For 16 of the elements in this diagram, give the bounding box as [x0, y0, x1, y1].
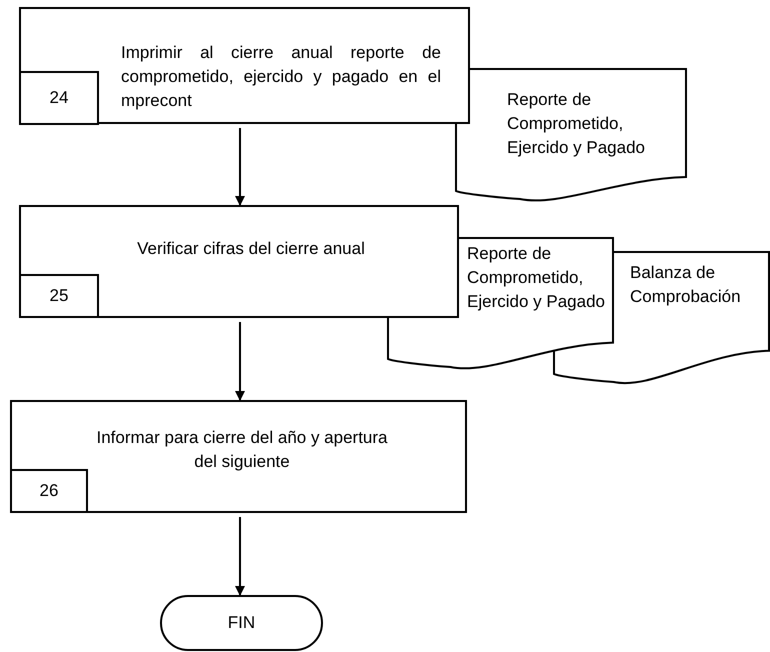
step-text: Imprimir al cierre anual reporte de comprometido, ejercido y pagado en el mprecont [121, 42, 441, 112]
step-text: Verificar cifras del cierre anual [136, 238, 366, 260]
process-box [10, 400, 467, 513]
document-label: Reporte de Comprometido, Ejercido y Pagado [507, 89, 646, 159]
arrow [235, 322, 245, 401]
step-number: 26 [10, 469, 88, 513]
process-box [19, 7, 470, 124]
step-number: 25 [19, 274, 99, 318]
step-text: Informar para cierre del año y apertura del siguiente [95, 427, 389, 473]
document-label: Balanza de Comprobación [630, 262, 742, 308]
process-box [19, 205, 459, 318]
arrow [235, 517, 245, 596]
step-number: 24 [19, 71, 99, 125]
terminator-label: FIN [228, 613, 256, 633]
arrow [235, 128, 245, 206]
document-label: Reporte de Comprometido, Ejercido y Pagado [467, 243, 606, 313]
